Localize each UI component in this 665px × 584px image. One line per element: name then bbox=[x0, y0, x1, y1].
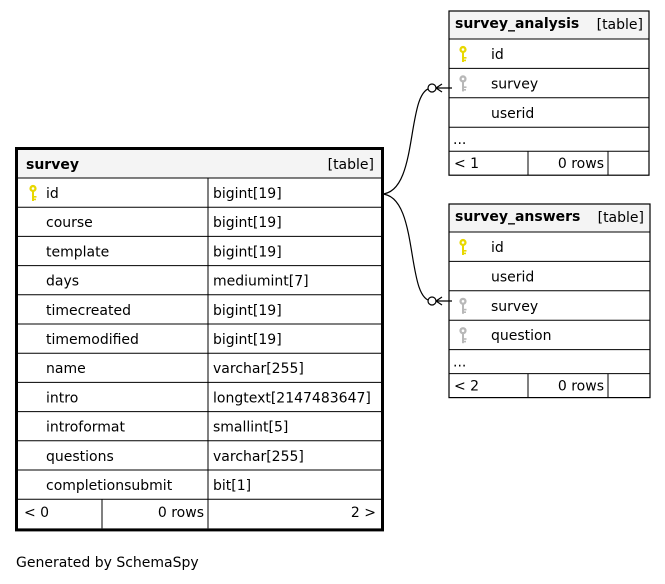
column-type: varchar[255] bbox=[213, 361, 304, 377]
column-name: survey bbox=[491, 76, 538, 92]
primary-key-icon bbox=[29, 184, 37, 201]
primary-key-icon bbox=[459, 238, 467, 255]
column-row: survey bbox=[449, 75, 649, 99]
crow-foot-survey-analysis bbox=[427, 83, 452, 93]
column-name: id bbox=[491, 240, 504, 256]
column-name: id bbox=[491, 47, 504, 63]
columns-ellipsis: ... bbox=[453, 132, 466, 148]
table-kind: [table] bbox=[328, 157, 374, 173]
table-name: survey bbox=[26, 157, 79, 173]
column-name: days bbox=[46, 274, 79, 290]
children-count: 2 > bbox=[351, 505, 376, 521]
relationship-survey-analysis bbox=[380, 87, 433, 195]
relationships bbox=[380, 83, 452, 306]
column-type: bit[1] bbox=[213, 478, 251, 494]
column-row: id bbox=[449, 45, 649, 69]
column-row: days mediumint[7] bbox=[18, 265, 381, 296]
column-type: bigint[19] bbox=[213, 244, 282, 260]
crow-foot-survey-answers bbox=[427, 296, 452, 306]
column-name: questions bbox=[46, 449, 114, 465]
relationship-survey-answers bbox=[380, 193, 433, 302]
column-row: template bigint[19] bbox=[18, 236, 381, 267]
column-name: id bbox=[46, 186, 59, 202]
table-survey-answers[interactable]: survey_answers [table] id userid survey quest… bbox=[448, 203, 651, 399]
table-name: survey_analysis bbox=[455, 16, 579, 32]
column-row: userid bbox=[449, 269, 650, 292]
column-row: timecreated bigint[19] bbox=[18, 294, 381, 325]
column-row: survey bbox=[449, 297, 650, 321]
foreign-key-icon bbox=[459, 75, 467, 92]
row-count: 0 rows bbox=[558, 379, 604, 395]
column-name: survey bbox=[491, 299, 538, 315]
column-row: name varchar[255] bbox=[18, 353, 381, 383]
table-survey[interactable]: survey [table] id bigint[19] course bigint[19… bbox=[15, 147, 384, 532]
column-name: completionsubmit bbox=[46, 478, 173, 494]
foreign-key-icon bbox=[459, 297, 467, 314]
column-name: timemodified bbox=[46, 332, 139, 348]
column-type: bigint[19] bbox=[213, 332, 282, 348]
parents-count: < 2 bbox=[454, 379, 479, 395]
column-name: name bbox=[46, 361, 86, 377]
column-type: varchar[255] bbox=[213, 449, 304, 465]
columns-ellipsis: ... bbox=[453, 355, 466, 371]
table-kind: [table] bbox=[598, 210, 644, 226]
column-row: id bigint[19] bbox=[18, 178, 381, 208]
column-name: introformat bbox=[46, 420, 125, 436]
column-row: introformat smallint[5] bbox=[18, 411, 381, 442]
column-name: timecreated bbox=[46, 303, 131, 319]
parents-count: < 0 bbox=[24, 505, 49, 521]
column-row: course bigint[19] bbox=[18, 207, 381, 237]
row-count: 0 rows bbox=[158, 505, 204, 521]
column-type: bigint[19] bbox=[213, 215, 282, 231]
column-type: bigint[19] bbox=[213, 186, 282, 202]
column-name: intro bbox=[46, 390, 78, 406]
table-survey-analysis[interactable]: survey_analysis [table] id survey userid... <… bbox=[448, 10, 650, 176]
column-name: question bbox=[491, 328, 551, 344]
column-row: timemodified bigint[19] bbox=[18, 324, 381, 354]
column-row: questions varchar[255] bbox=[18, 440, 381, 471]
column-row: completionsubmit bit[1] bbox=[18, 470, 381, 500]
row-count: 0 rows bbox=[558, 156, 604, 172]
primary-key-icon bbox=[459, 45, 467, 62]
table-name: survey_answers bbox=[455, 209, 580, 225]
column-name: userid bbox=[491, 106, 534, 122]
table-kind: [table] bbox=[597, 17, 643, 33]
footer-credit: Generated by SchemaSpy bbox=[16, 555, 199, 571]
column-type: bigint[19] bbox=[213, 303, 282, 319]
column-name: course bbox=[46, 215, 93, 231]
column-row: id bbox=[449, 238, 650, 262]
foreign-key-icon bbox=[459, 327, 467, 344]
column-row: intro longtext[2147483647] bbox=[18, 382, 381, 413]
column-type: longtext[2147483647] bbox=[213, 390, 371, 406]
column-row: userid bbox=[449, 106, 649, 128]
column-type: mediumint[7] bbox=[213, 274, 309, 290]
column-name: userid bbox=[491, 269, 534, 285]
column-type: smallint[5] bbox=[213, 420, 288, 436]
column-name: template bbox=[46, 244, 109, 260]
column-row: question bbox=[449, 327, 650, 351]
parents-count: < 1 bbox=[454, 156, 479, 172]
